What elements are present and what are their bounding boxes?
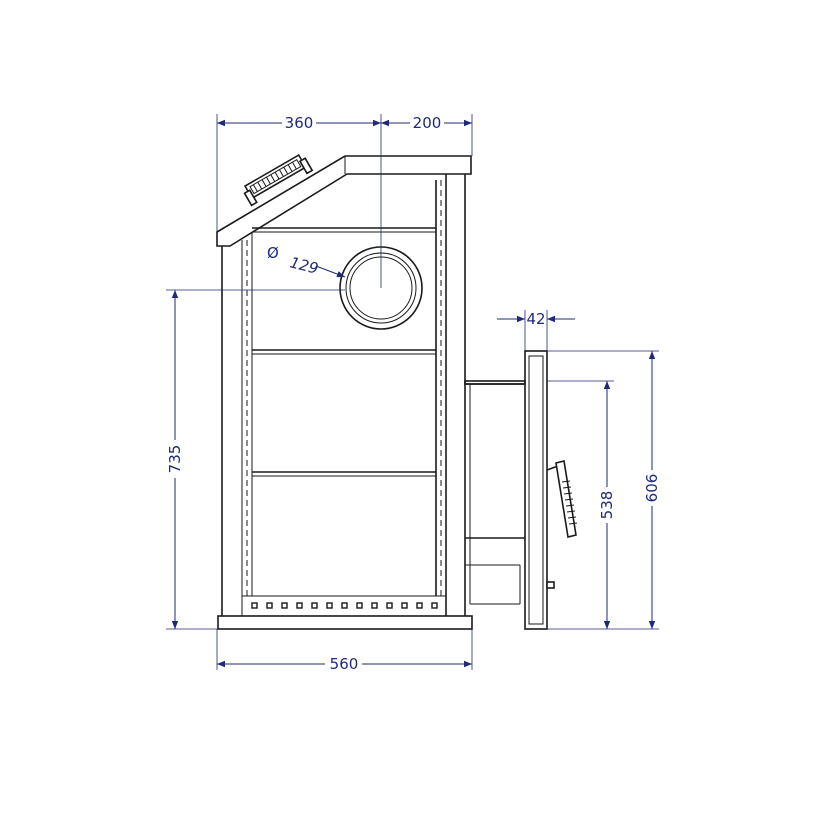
dimension-606: 606 xyxy=(643,474,661,503)
stove-top-slope xyxy=(216,155,472,247)
vent-holes xyxy=(251,602,438,609)
dimension-42: 42 xyxy=(526,310,545,328)
dimensions: 360 200 560 735 42 538 606 xyxy=(166,114,661,673)
dimension-360: 360 xyxy=(285,114,314,132)
flue-diameter-value: 129 xyxy=(288,253,320,277)
dimension-538: 538 xyxy=(598,491,616,520)
dimension-560: 560 xyxy=(330,655,359,673)
stove-body xyxy=(216,153,473,630)
stove-base-plinth xyxy=(217,615,473,630)
dimension-735: 735 xyxy=(166,445,184,474)
firebox-door-assembly xyxy=(464,350,578,630)
door-frame xyxy=(524,350,548,630)
top-handle xyxy=(243,153,314,207)
flue-diameter-symbol: Ø xyxy=(267,244,279,262)
door-handle xyxy=(546,460,578,538)
door-knob xyxy=(546,581,555,589)
bottom-vent-strip xyxy=(241,595,447,617)
dimension-200: 200 xyxy=(413,114,442,132)
